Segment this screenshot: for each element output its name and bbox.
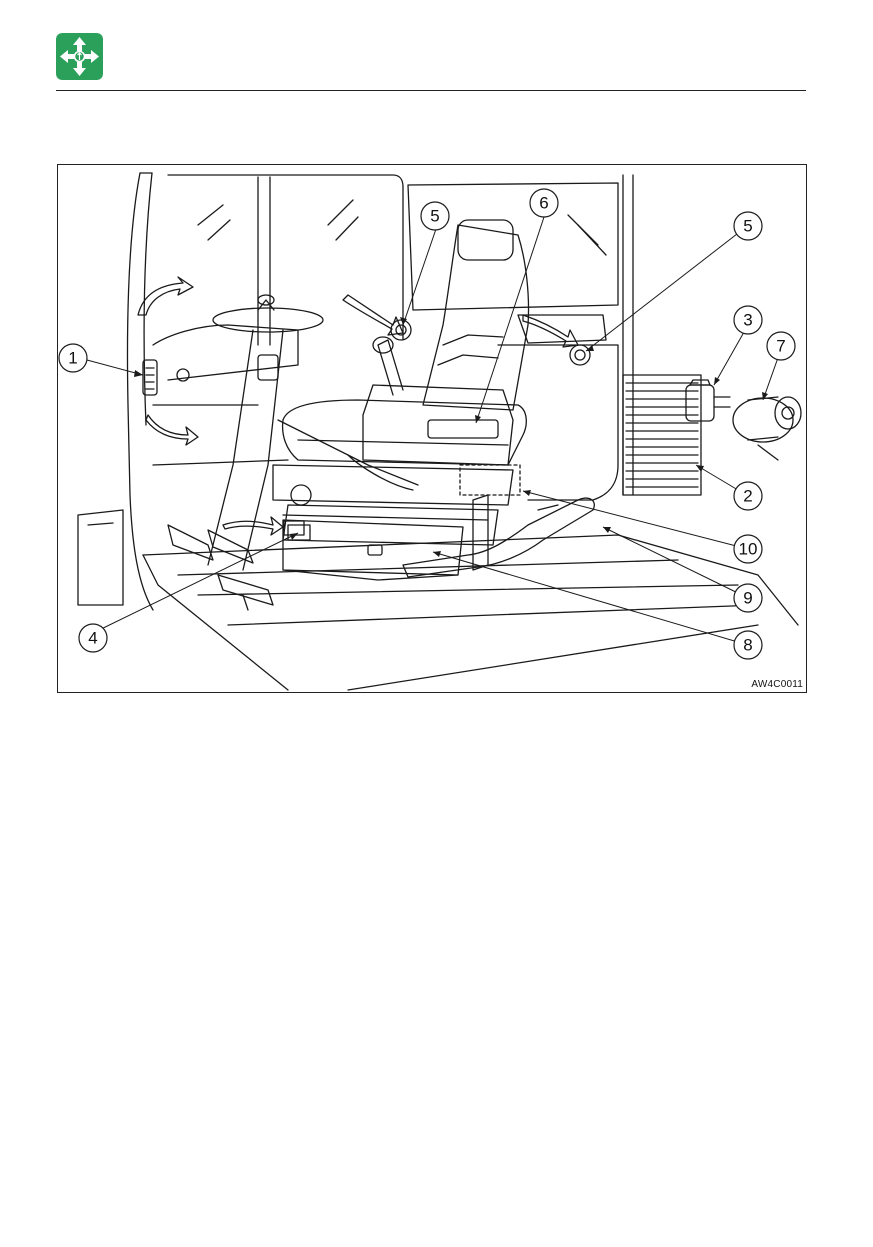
callout-1: 1: [68, 349, 77, 368]
callout-9: 9: [743, 589, 752, 608]
callout-10: 10: [739, 540, 758, 559]
callout-3: 3: [743, 311, 752, 330]
left-pillar: [128, 173, 154, 610]
callout-7: 7: [776, 337, 785, 356]
four-way-arrows-icon: [56, 33, 103, 80]
header-divider: [56, 90, 806, 91]
callout-8: 8: [743, 636, 752, 655]
callout-2: 2: [743, 487, 752, 506]
vent-nozzle-right: [570, 345, 590, 365]
callout-5b: 5: [743, 217, 752, 236]
right-console: [363, 385, 513, 465]
cab-illustration: 1 5 6 5 3 7 2 10 9 8 4: [58, 165, 806, 692]
callout-6: 6: [539, 194, 548, 213]
condenser: [623, 375, 701, 495]
callout-4: 4: [88, 629, 97, 648]
compressor: [733, 398, 793, 442]
callout-5a: 5: [430, 207, 439, 226]
cab-interior-figure: 1 5 6 5 3 7 2 10 9 8 4 AW4C0011: [57, 164, 807, 693]
figure-code: AW4C0011: [751, 679, 803, 690]
seat-cushion: [283, 400, 527, 465]
